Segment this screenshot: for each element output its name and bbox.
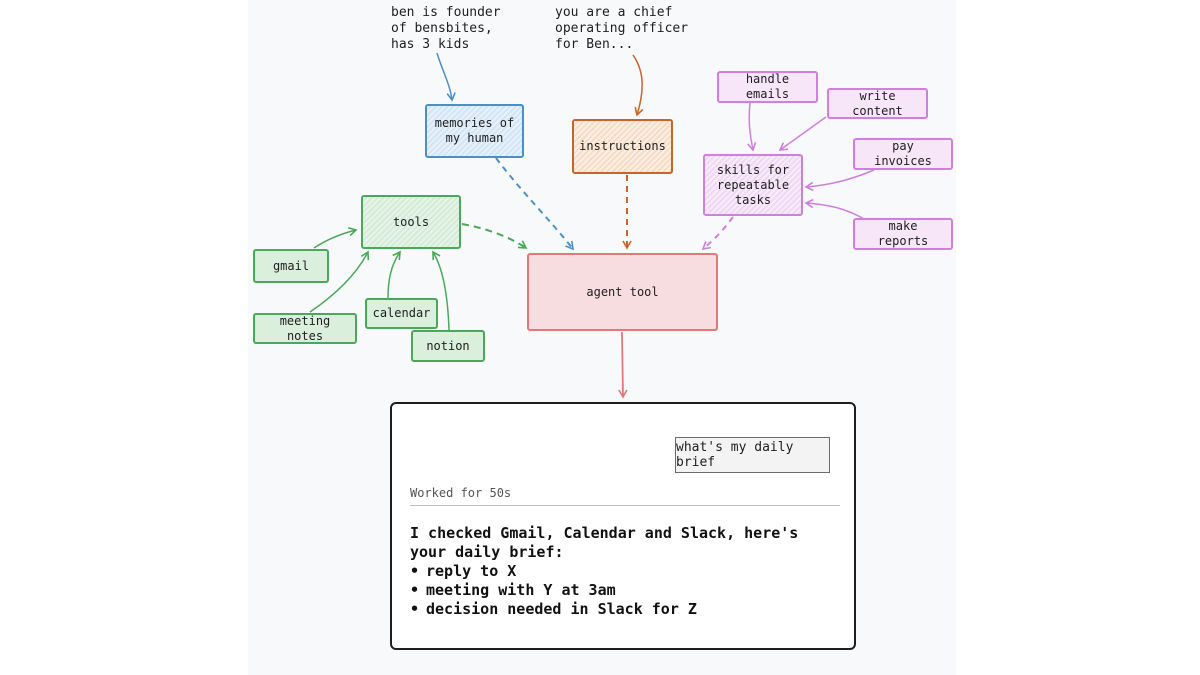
instructions-node[interactable]: instructions [572, 119, 673, 174]
brief-item: decision needed in Slack for Z [410, 600, 840, 619]
handle-emails-node[interactable]: handle emails [717, 71, 818, 103]
work-status: Worked for 50s [410, 486, 512, 500]
brief-item-text: decision needed in Slack for Z [426, 600, 697, 618]
reply-intro: I checked Gmail, Calendar and Slack, her… [410, 524, 799, 561]
skills-node[interactable]: skills for repeatable tasks [703, 154, 803, 216]
user-query-bubble: what's my daily brief [675, 437, 830, 473]
tools-node[interactable]: tools [361, 195, 461, 249]
brief-list: reply to X meeting with Y at 3am decisio… [410, 562, 840, 619]
memories-node[interactable]: memories of my human [425, 104, 524, 158]
gmail-node[interactable]: gmail [253, 249, 329, 283]
brief-item: reply to X [410, 562, 840, 581]
founder-note: ben is founder of bensbites, has 3 kids [391, 5, 501, 52]
agent-tool-node[interactable]: agent tool [527, 253, 718, 331]
status-divider [410, 505, 840, 506]
notion-node[interactable]: notion [411, 330, 485, 362]
agent-reply: I checked Gmail, Calendar and Slack, her… [410, 524, 840, 619]
make-reports-node[interactable]: make reports [853, 218, 953, 250]
meeting-notes-node[interactable]: meeting notes [253, 313, 357, 344]
calendar-node[interactable]: calendar [365, 298, 438, 329]
pay-invoices-node[interactable]: pay invoices [853, 138, 953, 170]
brief-item-text: reply to X [426, 562, 517, 580]
chat-panel: what's my daily brief Worked for 50s I c… [390, 402, 856, 650]
write-content-node[interactable]: write content [827, 88, 928, 119]
coo-note: you are a chief operating officer for Be… [555, 5, 689, 52]
brief-item-text: meeting with Y at 3am [426, 581, 616, 599]
brief-item: meeting with Y at 3am [410, 581, 840, 600]
